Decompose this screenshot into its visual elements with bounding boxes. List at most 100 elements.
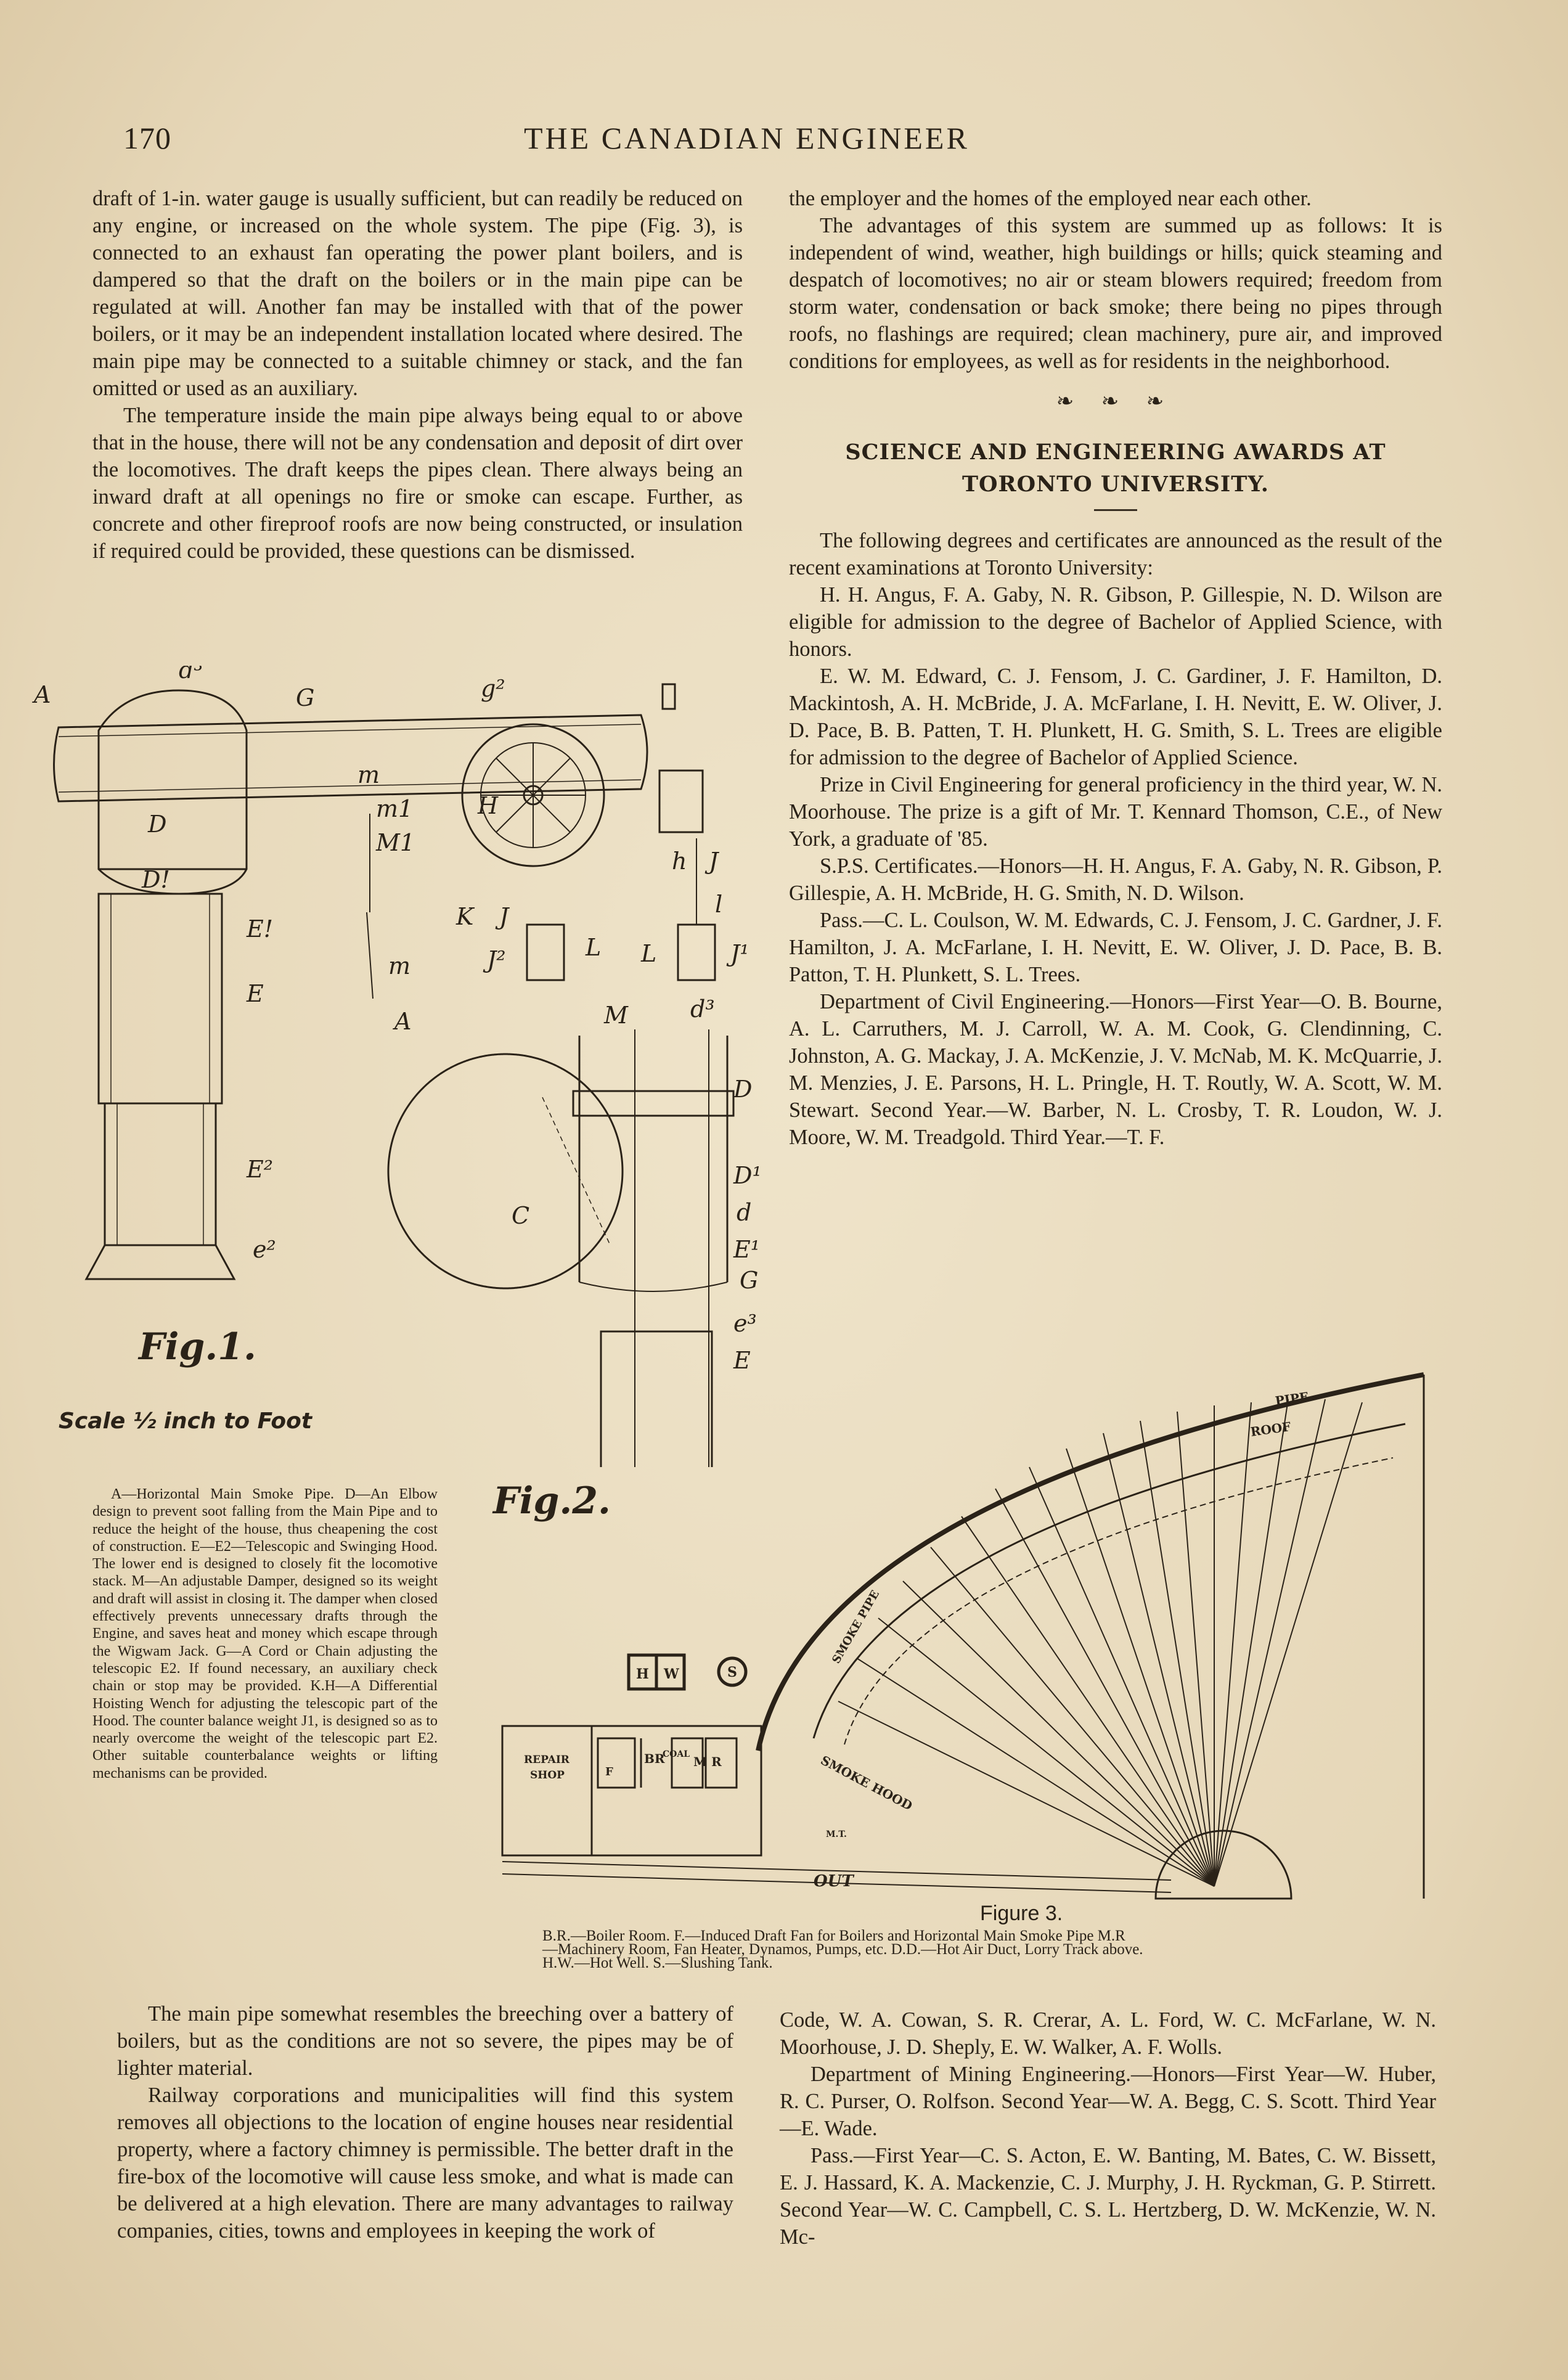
paragraph: S.P.S. Certificates.—Honors—H. H. Angus,… — [789, 854, 1442, 905]
paragraph: The main pipe somewhat resembles the bre… — [117, 2002, 733, 2080]
service-building — [501, 1725, 762, 1857]
paragraph: Pass.—C. L. Coulson, W. M. Edwards, C. J… — [789, 909, 1442, 986]
label-m1: m1 — [376, 795, 413, 822]
label-mt: M.T. — [826, 1830, 847, 1839]
left-column-bottom: The main pipe somewhat resembles the bre… — [117, 2000, 733, 2244]
hood-mouth — [84, 1244, 236, 1280]
label-m-low: m — [388, 952, 410, 979]
figure-1-legend: A—Horizontal Main Smoke Pipe. D—An Elbow… — [92, 1486, 438, 1782]
title-rule — [1094, 509, 1137, 511]
label-j: J — [495, 903, 510, 930]
right-column-bottom: Code, W. A. Cowan, S. R. Crerar, A. L. F… — [780, 2006, 1436, 2251]
paragraph: The temperature inside the main pipe alw… — [92, 404, 743, 563]
label-shop: SHOP — [530, 1769, 565, 1781]
label-d3: d³ — [179, 666, 203, 684]
label-e2: E² — [246, 1156, 273, 1183]
label-hw-w: W — [663, 1666, 679, 1682]
label-f: F — [605, 1765, 613, 1778]
label-smoke-pipe: SMOKE PIPE — [830, 1588, 882, 1666]
label-g2: g² — [481, 675, 505, 702]
counter-weight-j2 — [526, 923, 565, 981]
paragraph: E. W. M. Edward, C. J. Fensom, J. C. Gar… — [789, 665, 1442, 769]
label-l2: L — [640, 940, 656, 967]
label-l-lower: l — [715, 891, 722, 918]
paragraph: Code, W. A. Cowan, S. R. Crerar, A. L. F… — [780, 2008, 1436, 2059]
label-h-lower: h — [672, 848, 687, 875]
fig2-label-e1: E¹ — [733, 1236, 760, 1263]
fig2-label: Fig.2. — [493, 1479, 611, 1523]
label-l: L — [585, 934, 601, 961]
radial-tracks — [838, 1399, 1363, 1887]
fig2-label-d3: d³ — [690, 996, 715, 1023]
elbow-d — [97, 689, 248, 895]
legend-line: H.W.—Hot Well. S.—Slushing Tank. — [542, 1955, 773, 1971]
label-k: K — [455, 903, 475, 930]
section-title-line-2: TORONTO UNIVERSITY. — [962, 472, 1269, 497]
figure-3-labels: H W S REPAIR SHOP BR F COAL M R SMOKE HO… — [524, 1389, 1310, 1891]
paragraph: The following degrees and certificates a… — [789, 529, 1442, 579]
hoisting-wheel — [461, 723, 605, 867]
fig2-hood — [578, 1036, 729, 1282]
paragraph: H. H. Angus, F. A. Gaby, N. R. Gibson, P… — [789, 583, 1442, 661]
fig2-label-d-lower: d — [737, 1199, 751, 1226]
page-header: 170 THE CANADIAN ENGINEER — [0, 114, 1568, 170]
fig2-label-d1: D¹ — [733, 1162, 762, 1189]
label-m1-upper: M1 — [375, 829, 415, 856]
label-j-up: J — [704, 848, 719, 875]
label-g: G — [296, 684, 314, 711]
page-number: 170 — [123, 121, 171, 155]
paragraph: The advantages of this system are summed… — [789, 214, 1442, 373]
paragraph: Railway corporations and municipalities … — [117, 2084, 733, 2243]
paragraph: draft of 1-in. water gauge is usually su… — [92, 187, 743, 400]
label-a: A — [32, 681, 51, 708]
figure-1-2-labels: A d³ G D D! E! E E² e² m m1 M1 m g² H K … — [32, 666, 762, 1374]
scale-label: Scale ½ inch to Foot — [59, 1409, 312, 1434]
label-e2-lower: e² — [253, 1236, 276, 1263]
slushing-tank — [717, 1656, 748, 1687]
label-roof: ROOF — [1249, 1419, 1291, 1439]
label-mr: M R — [693, 1754, 722, 1769]
label-j1: J¹ — [726, 940, 749, 967]
label-pipe: PIPE — [1274, 1389, 1309, 1409]
label-out: OUT — [814, 1872, 854, 1891]
label-d: D — [147, 811, 166, 838]
left-column-top: draft of 1-in. water gauge is usually su… — [92, 185, 743, 565]
roundhouse-outer-wall — [756, 1372, 1424, 1751]
paragraph: Department of Mining Engineering.—Honors… — [780, 2063, 1436, 2140]
fig2-label-e3: e³ — [733, 1310, 757, 1337]
label-hw-h: H — [636, 1666, 649, 1682]
section-title: SCIENCE AND ENGINEERING AWARDS AT TORONT… — [789, 436, 1442, 501]
fig2-label-c: C — [512, 1202, 529, 1229]
fig2-label-m: M — [603, 1002, 629, 1029]
journal-title: THE CANADIAN ENGINEER — [524, 121, 970, 155]
label-h: H — [477, 792, 499, 819]
legend-line: —Machinery Room, Fan Heater, Dynamos, Pu… — [542, 1941, 1143, 1958]
fig2-label-e: E — [733, 1347, 751, 1374]
label-br: BR — [644, 1751, 665, 1766]
paragraph: Pass.—First Year—C. S. Acton, E. W. Bant… — [780, 2144, 1436, 2249]
figure-3-legend: B.R.—Boiler Room. F.—Induced Draft Fan f… — [542, 1928, 1368, 1971]
fig2-label-d: D — [733, 1076, 752, 1103]
label-e1: E! — [246, 915, 273, 943]
label-e: E — [246, 980, 264, 1007]
label-coal: COAL — [663, 1749, 690, 1759]
label-s: S — [727, 1664, 737, 1680]
label-m: m — [357, 761, 380, 788]
smoke-pipe-arc — [812, 1423, 1406, 1739]
paragraph: Prize in Civil Engineering for general p… — [789, 773, 1442, 851]
fig2-label-a: A — [393, 1008, 411, 1035]
figure-1-and-2-drawing — [53, 683, 735, 1467]
paragraph: the employer and the homes of the employ… — [789, 187, 1312, 210]
fig2-main-pipe-section — [387, 1053, 624, 1290]
turntable — [1154, 1830, 1292, 1900]
right-column-top: the employer and the homes of the employ… — [789, 185, 1442, 1151]
label-j2: J² — [483, 946, 505, 973]
figure-3-drawing — [501, 1372, 1425, 1900]
fig2-label-g: G — [740, 1267, 758, 1294]
label-repair: REPAIR — [524, 1754, 570, 1766]
legend-line: B.R.—Boiler Room. F.—Induced Draft Fan f… — [542, 1928, 1125, 1944]
label-smoke-hood: SMOKE HOOD — [819, 1752, 915, 1814]
section-ornament: ❧ ❧ ❧ — [1056, 390, 1175, 413]
figure-3-caption: Figure 3. — [980, 1902, 1063, 1925]
